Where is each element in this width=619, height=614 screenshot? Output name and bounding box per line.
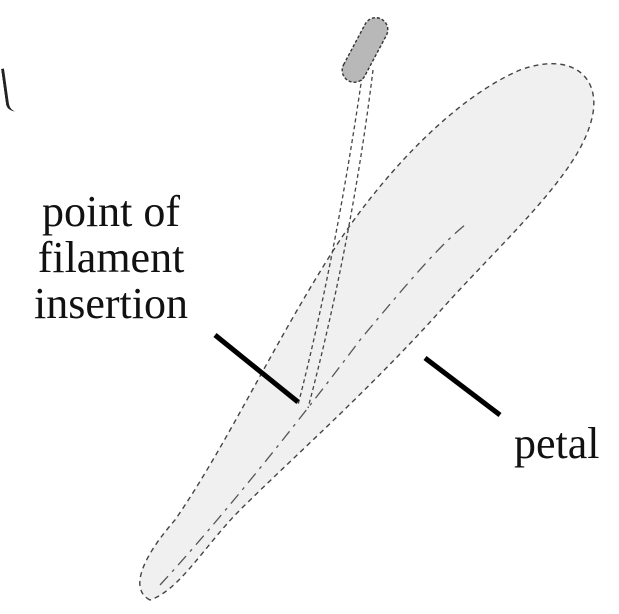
insertion-label-line-3: insertion	[6, 282, 216, 328]
insertion-label-line-1: point of	[6, 190, 216, 236]
insertion-label-line-2: filament	[6, 236, 216, 282]
petal-label: petal	[514, 422, 600, 466]
insertion-point-label: point of filament insertion	[6, 190, 216, 328]
petal-leader-line	[425, 358, 500, 415]
anther	[338, 13, 392, 86]
